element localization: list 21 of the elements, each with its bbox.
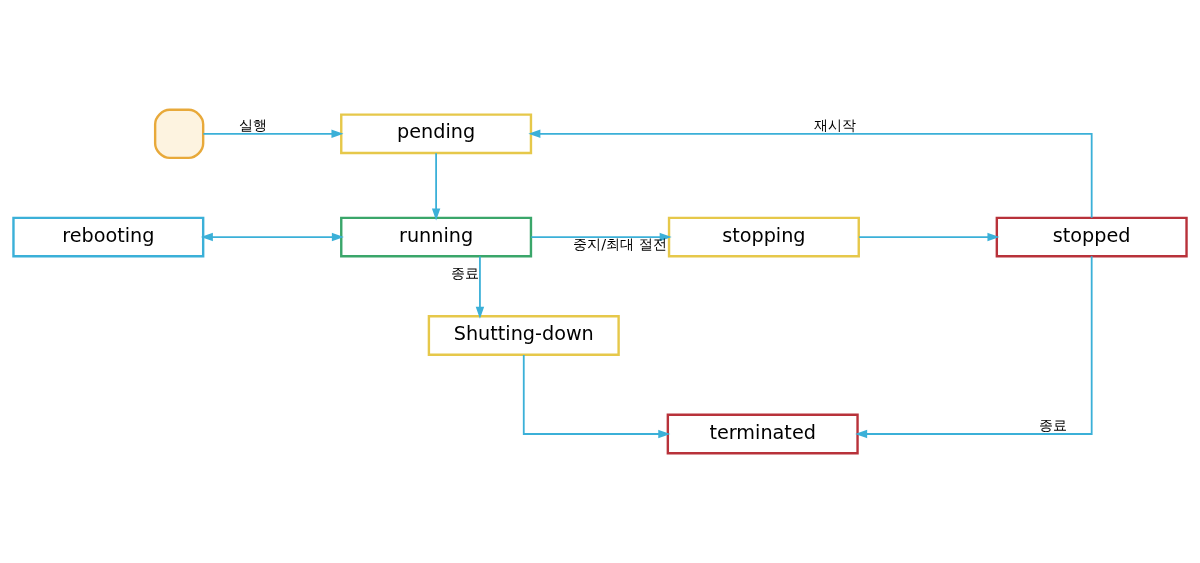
edge-label: 종료 xyxy=(1038,416,1067,433)
edge-label: 실행 xyxy=(238,116,267,133)
arrow xyxy=(522,354,671,439)
arrow xyxy=(200,232,344,242)
node-box: stopped xyxy=(995,216,1188,258)
node-box: Shutting-down xyxy=(427,315,620,356)
node-box: terminated xyxy=(666,413,859,455)
node-box: running xyxy=(340,216,533,258)
node-box: rebooting xyxy=(12,216,205,258)
arrow xyxy=(475,255,485,319)
arrow xyxy=(528,129,1093,219)
edge-label: 중지/최대 절전 xyxy=(573,235,667,252)
edge-label: 종료 xyxy=(450,265,479,282)
arrow xyxy=(858,232,1000,242)
edge-label: 재시작 xyxy=(814,116,857,133)
arrow xyxy=(855,255,1093,439)
arrow xyxy=(202,129,344,139)
node-box xyxy=(153,108,205,160)
arrow xyxy=(431,152,441,221)
node-box: stopping xyxy=(667,216,860,258)
node-box: pending xyxy=(340,113,533,155)
